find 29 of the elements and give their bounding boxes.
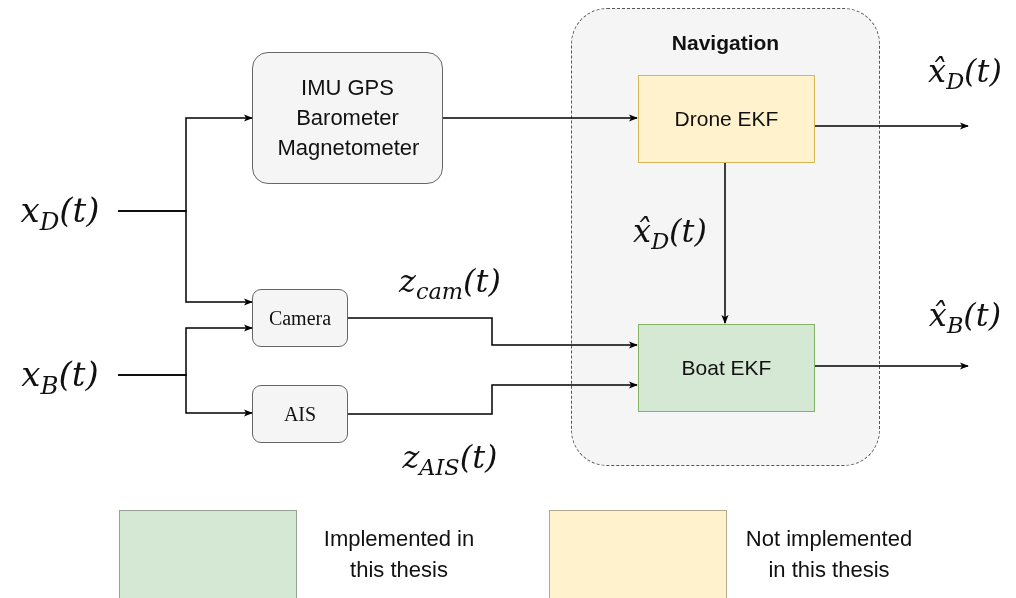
process-box xyxy=(638,324,815,412)
legend-label: Not implemented in this thesis xyxy=(744,525,914,584)
arrow xyxy=(347,317,638,349)
arrow xyxy=(442,114,638,122)
arrow xyxy=(813,122,969,130)
sensor-box xyxy=(252,289,348,347)
sensor-box xyxy=(252,385,348,443)
edge-label: z$_{cam}$(t) xyxy=(397,262,502,305)
math-label: x$_{B}$(t) xyxy=(21,353,99,402)
edge-label: x̂$_{D}$(t) xyxy=(632,212,708,255)
legend-label: Implemented in this thesis xyxy=(322,525,476,584)
arrow xyxy=(721,161,729,324)
edge-label: x̂$_{D}$(t) xyxy=(927,52,1003,95)
box-label: IMU GPS Barometer Magnetometer xyxy=(277,74,418,162)
box-label: Camera xyxy=(268,305,332,331)
arrow xyxy=(117,374,253,417)
box-label: AIS xyxy=(283,401,317,427)
arrow xyxy=(347,381,638,415)
math-label: x$_{D}$(t) xyxy=(20,189,100,238)
edge-label: x̂$_{B}$(t) xyxy=(927,296,1003,339)
process-box xyxy=(638,75,815,163)
arrow xyxy=(813,362,969,370)
box-label: Drone EKF xyxy=(674,105,779,132)
group-title: Navigation xyxy=(671,30,780,56)
edge-label: z$_{AIS}$(t) xyxy=(401,438,499,481)
group-container xyxy=(571,8,880,466)
box-label: Boat EKF xyxy=(681,354,772,381)
arrow xyxy=(117,210,253,306)
sensor-box xyxy=(252,52,443,184)
